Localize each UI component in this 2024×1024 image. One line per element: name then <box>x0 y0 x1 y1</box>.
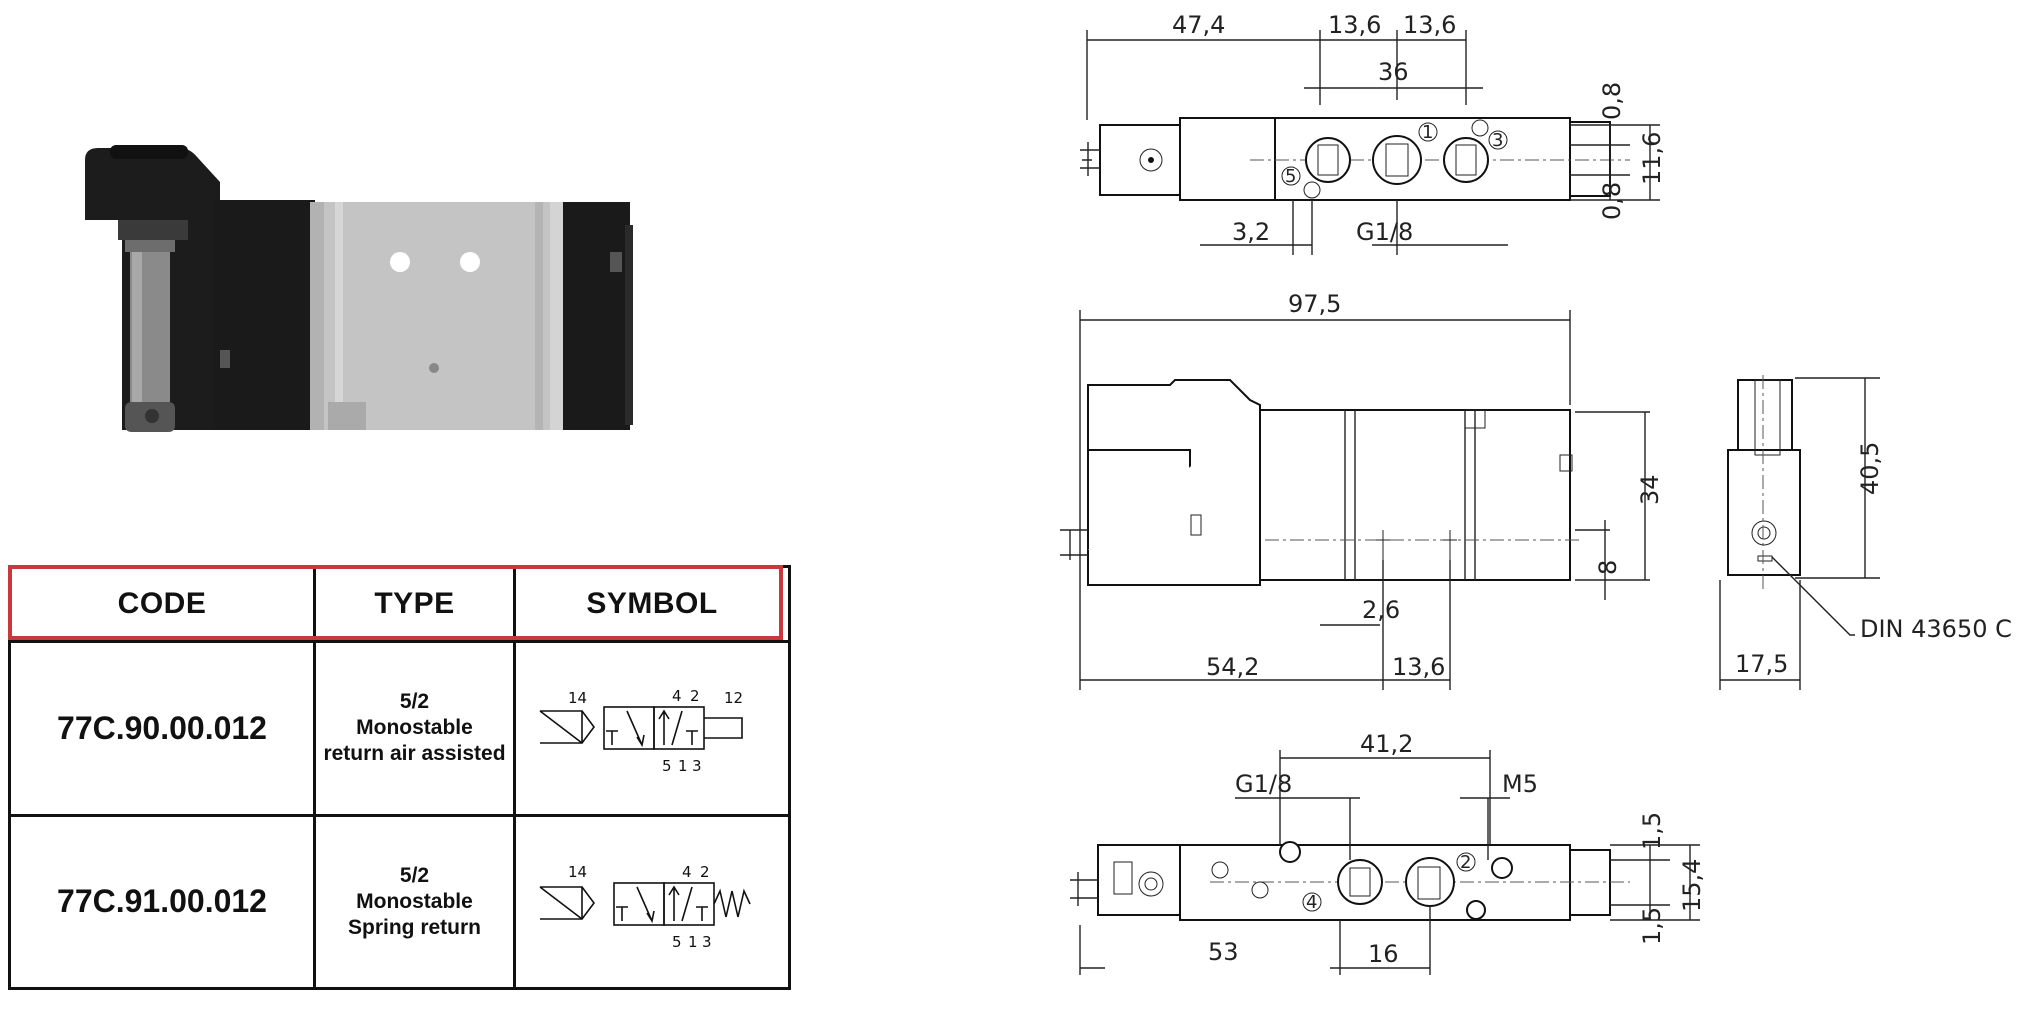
valve-symbol-diagram: 14 12 4 2 5 1 3 <box>539 687 743 775</box>
header-type: TYPE <box>313 565 516 643</box>
port-label-3: 3 <box>702 933 712 951</box>
dim-2-6: 2,6 <box>1362 596 1400 624</box>
product-table: CODE TYPE SYMBOL 77C.90.00.012 5/2 Monos… <box>8 565 791 990</box>
port-label-2: 2 <box>700 863 710 881</box>
top-view: 1 3 5 47,4 13,6 13,6 36 0,8 11,6 0,8 3,2… <box>1080 11 1666 255</box>
header-code: CODE <box>8 565 316 643</box>
dim-13-6: 13,6 <box>1392 653 1445 681</box>
dim-11-6: 11,6 <box>1638 132 1666 185</box>
port-number-4: 4 <box>1306 892 1317 913</box>
dim-13-6: 13,6 <box>1328 11 1381 39</box>
dim-36: 36 <box>1378 58 1409 86</box>
port-label-5: 5 <box>662 757 672 775</box>
port-number-5: 5 <box>1285 166 1296 187</box>
product-code: 77C.90.00.012 <box>8 640 316 817</box>
type-line: Monostable <box>356 716 473 740</box>
port-number-2: 2 <box>1460 852 1471 873</box>
dim-g1-8: G1/8 <box>1235 770 1292 798</box>
port-label-4: 4 <box>682 863 692 881</box>
dim-53: 53 <box>1208 938 1239 966</box>
dim-1-5: 1,5 <box>1638 907 1666 945</box>
symbol-label-12: 12 <box>724 689 743 707</box>
product-type: 5/2 Monostable Spring return <box>313 813 516 990</box>
valve-symbol-diagram: 14 4 2 5 1 3 <box>539 863 751 951</box>
port-label-4: 4 <box>672 687 682 705</box>
dim-0-8: 0,8 <box>1598 182 1626 220</box>
dim-54-2: 54,2 <box>1206 653 1259 681</box>
port-label-3: 3 <box>692 757 702 775</box>
product-type: 5/2 Monostable return air assisted <box>313 640 516 817</box>
technical-drawing: 1 3 5 47,4 13,6 13,6 36 0,8 11,6 0,8 3,2… <box>1060 11 2012 975</box>
din-connector-label: DIN 43650 C <box>1860 615 2012 643</box>
type-line: 5/2 <box>399 863 430 887</box>
dim-41-2: 41,2 <box>1360 730 1413 758</box>
table-header-row: CODE TYPE SYMBOL <box>8 565 791 643</box>
dim-34: 34 <box>1636 474 1664 505</box>
dim-1-5: 1,5 <box>1638 812 1666 850</box>
pneumatic-symbol-spring-return: 14 4 2 5 1 3 <box>513 813 791 990</box>
dim-g1-8: G1/8 <box>1356 218 1413 246</box>
table-row: 77C.91.00.012 5/2 Monostable Spring retu… <box>8 813 791 990</box>
dim-16: 16 <box>1368 940 1399 968</box>
type-line: Spring return <box>347 915 481 939</box>
symbol-label-14: 14 <box>568 689 587 707</box>
product-code: 77C.91.00.012 <box>8 813 316 990</box>
dim-40-5: 40,5 <box>1856 442 1884 495</box>
dim-47-4: 47,4 <box>1172 11 1225 39</box>
dim-97-5: 97,5 <box>1288 290 1341 318</box>
dim-m5: M5 <box>1502 770 1538 798</box>
dim-17-5: 17,5 <box>1735 650 1788 678</box>
end-view: 40,5 DIN 43650 C 17,5 <box>1719 375 2012 690</box>
port-label-5: 5 <box>672 933 682 951</box>
dim-8: 8 <box>1594 560 1622 575</box>
valve-product-image <box>85 145 633 432</box>
port-label-1: 1 <box>688 933 698 951</box>
bottom-view: 2 4 41,2 G1/8 M5 1,5 15,4 1,5 53 16 <box>1070 730 1706 975</box>
dim-13-6: 13,6 <box>1403 11 1456 39</box>
dim-15-4: 15,4 <box>1678 859 1706 912</box>
type-line: Monostable <box>356 889 473 913</box>
port-label-1: 1 <box>678 757 688 775</box>
side-view: 97,5 34 8 2,6 54,2 13,6 <box>1060 290 1664 690</box>
port-number-3: 3 <box>1492 130 1503 151</box>
dim-0-8: 0,8 <box>1598 82 1626 120</box>
type-line: return air assisted <box>323 742 506 766</box>
port-label-2: 2 <box>690 687 700 705</box>
table-row: 77C.90.00.012 5/2 Monostable return air … <box>8 640 791 817</box>
port-number-1: 1 <box>1422 122 1433 143</box>
type-line: 5/2 <box>399 690 430 714</box>
symbol-label-14: 14 <box>568 863 587 881</box>
pneumatic-symbol-air-return: 14 12 4 2 5 1 3 <box>513 640 791 817</box>
header-symbol: SYMBOL <box>513 565 791 643</box>
dim-3-2: 3,2 <box>1232 218 1270 246</box>
